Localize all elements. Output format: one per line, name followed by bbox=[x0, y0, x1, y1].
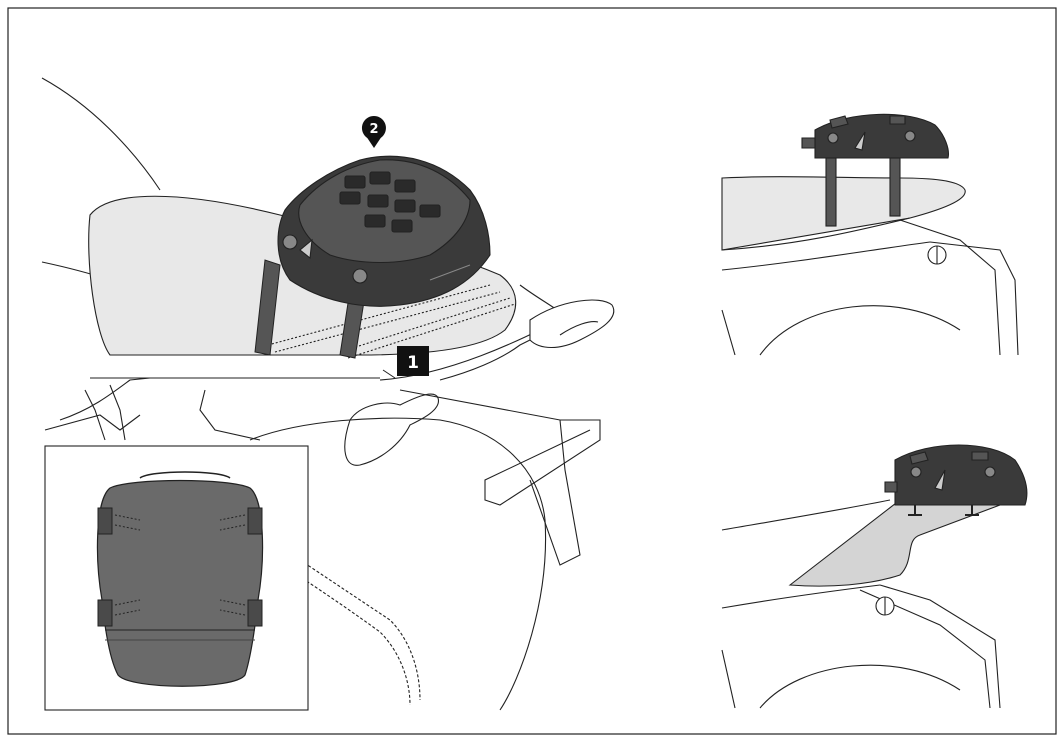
bottom-right-view bbox=[721, 444, 1028, 709]
top-right-view bbox=[721, 113, 1019, 356]
rider-outline bbox=[41, 77, 161, 191]
strap-lines bbox=[267, 284, 516, 359]
callout-bag: 2 bbox=[361, 116, 386, 148]
inset-panel bbox=[44, 445, 309, 711]
inset-bag-bottom bbox=[96, 479, 264, 687]
page-border bbox=[7, 7, 1057, 735]
callout-strap-label: 1 bbox=[407, 353, 419, 373]
tail-bag-main bbox=[277, 155, 491, 307]
callout-bag-label: 2 bbox=[369, 122, 378, 137]
callout-strap: 1 bbox=[382, 346, 429, 379]
